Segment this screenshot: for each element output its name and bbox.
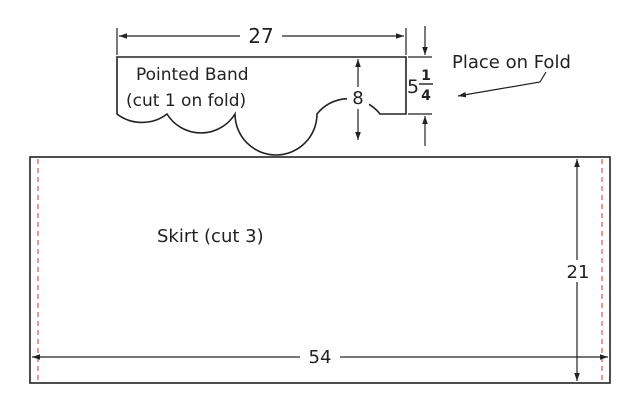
skirt-label: Skirt (cut 3) bbox=[157, 226, 264, 247]
pointed-band-outline bbox=[116, 56, 407, 156]
band-edge-height-denominator: 4 bbox=[421, 88, 431, 104]
band-edge-height-numerator: 1 bbox=[421, 68, 431, 84]
fold-note: Place on Fold bbox=[452, 52, 571, 98]
band-width-label: 27 bbox=[248, 24, 273, 48]
band-height-label: 8 bbox=[352, 88, 363, 109]
pointed-band-label-line2: (cut 1 on fold) bbox=[126, 91, 246, 111]
skirt-piece: Skirt (cut 3) 54 21 bbox=[29, 156, 611, 384]
pointed-band-label-line1: Pointed Band bbox=[136, 65, 249, 85]
band-width-label-bg bbox=[240, 24, 282, 46]
skirt-outline bbox=[29, 156, 611, 384]
skirt-width-label: 54 bbox=[309, 347, 332, 368]
skirt-width-label-bg bbox=[300, 346, 340, 368]
band-height-label-bg bbox=[347, 87, 369, 109]
fold-note-arrow bbox=[457, 71, 547, 98]
fold-note-label: Place on Fold bbox=[452, 52, 571, 73]
band-edge-height-whole: 5 bbox=[407, 76, 419, 98]
skirt-height-label: 21 bbox=[567, 262, 590, 283]
pointed-band-piece: Pointed Band (cut 1 on fold) 27 8 5 1 4 bbox=[116, 24, 433, 156]
skirt-height-label-bg bbox=[562, 260, 594, 282]
